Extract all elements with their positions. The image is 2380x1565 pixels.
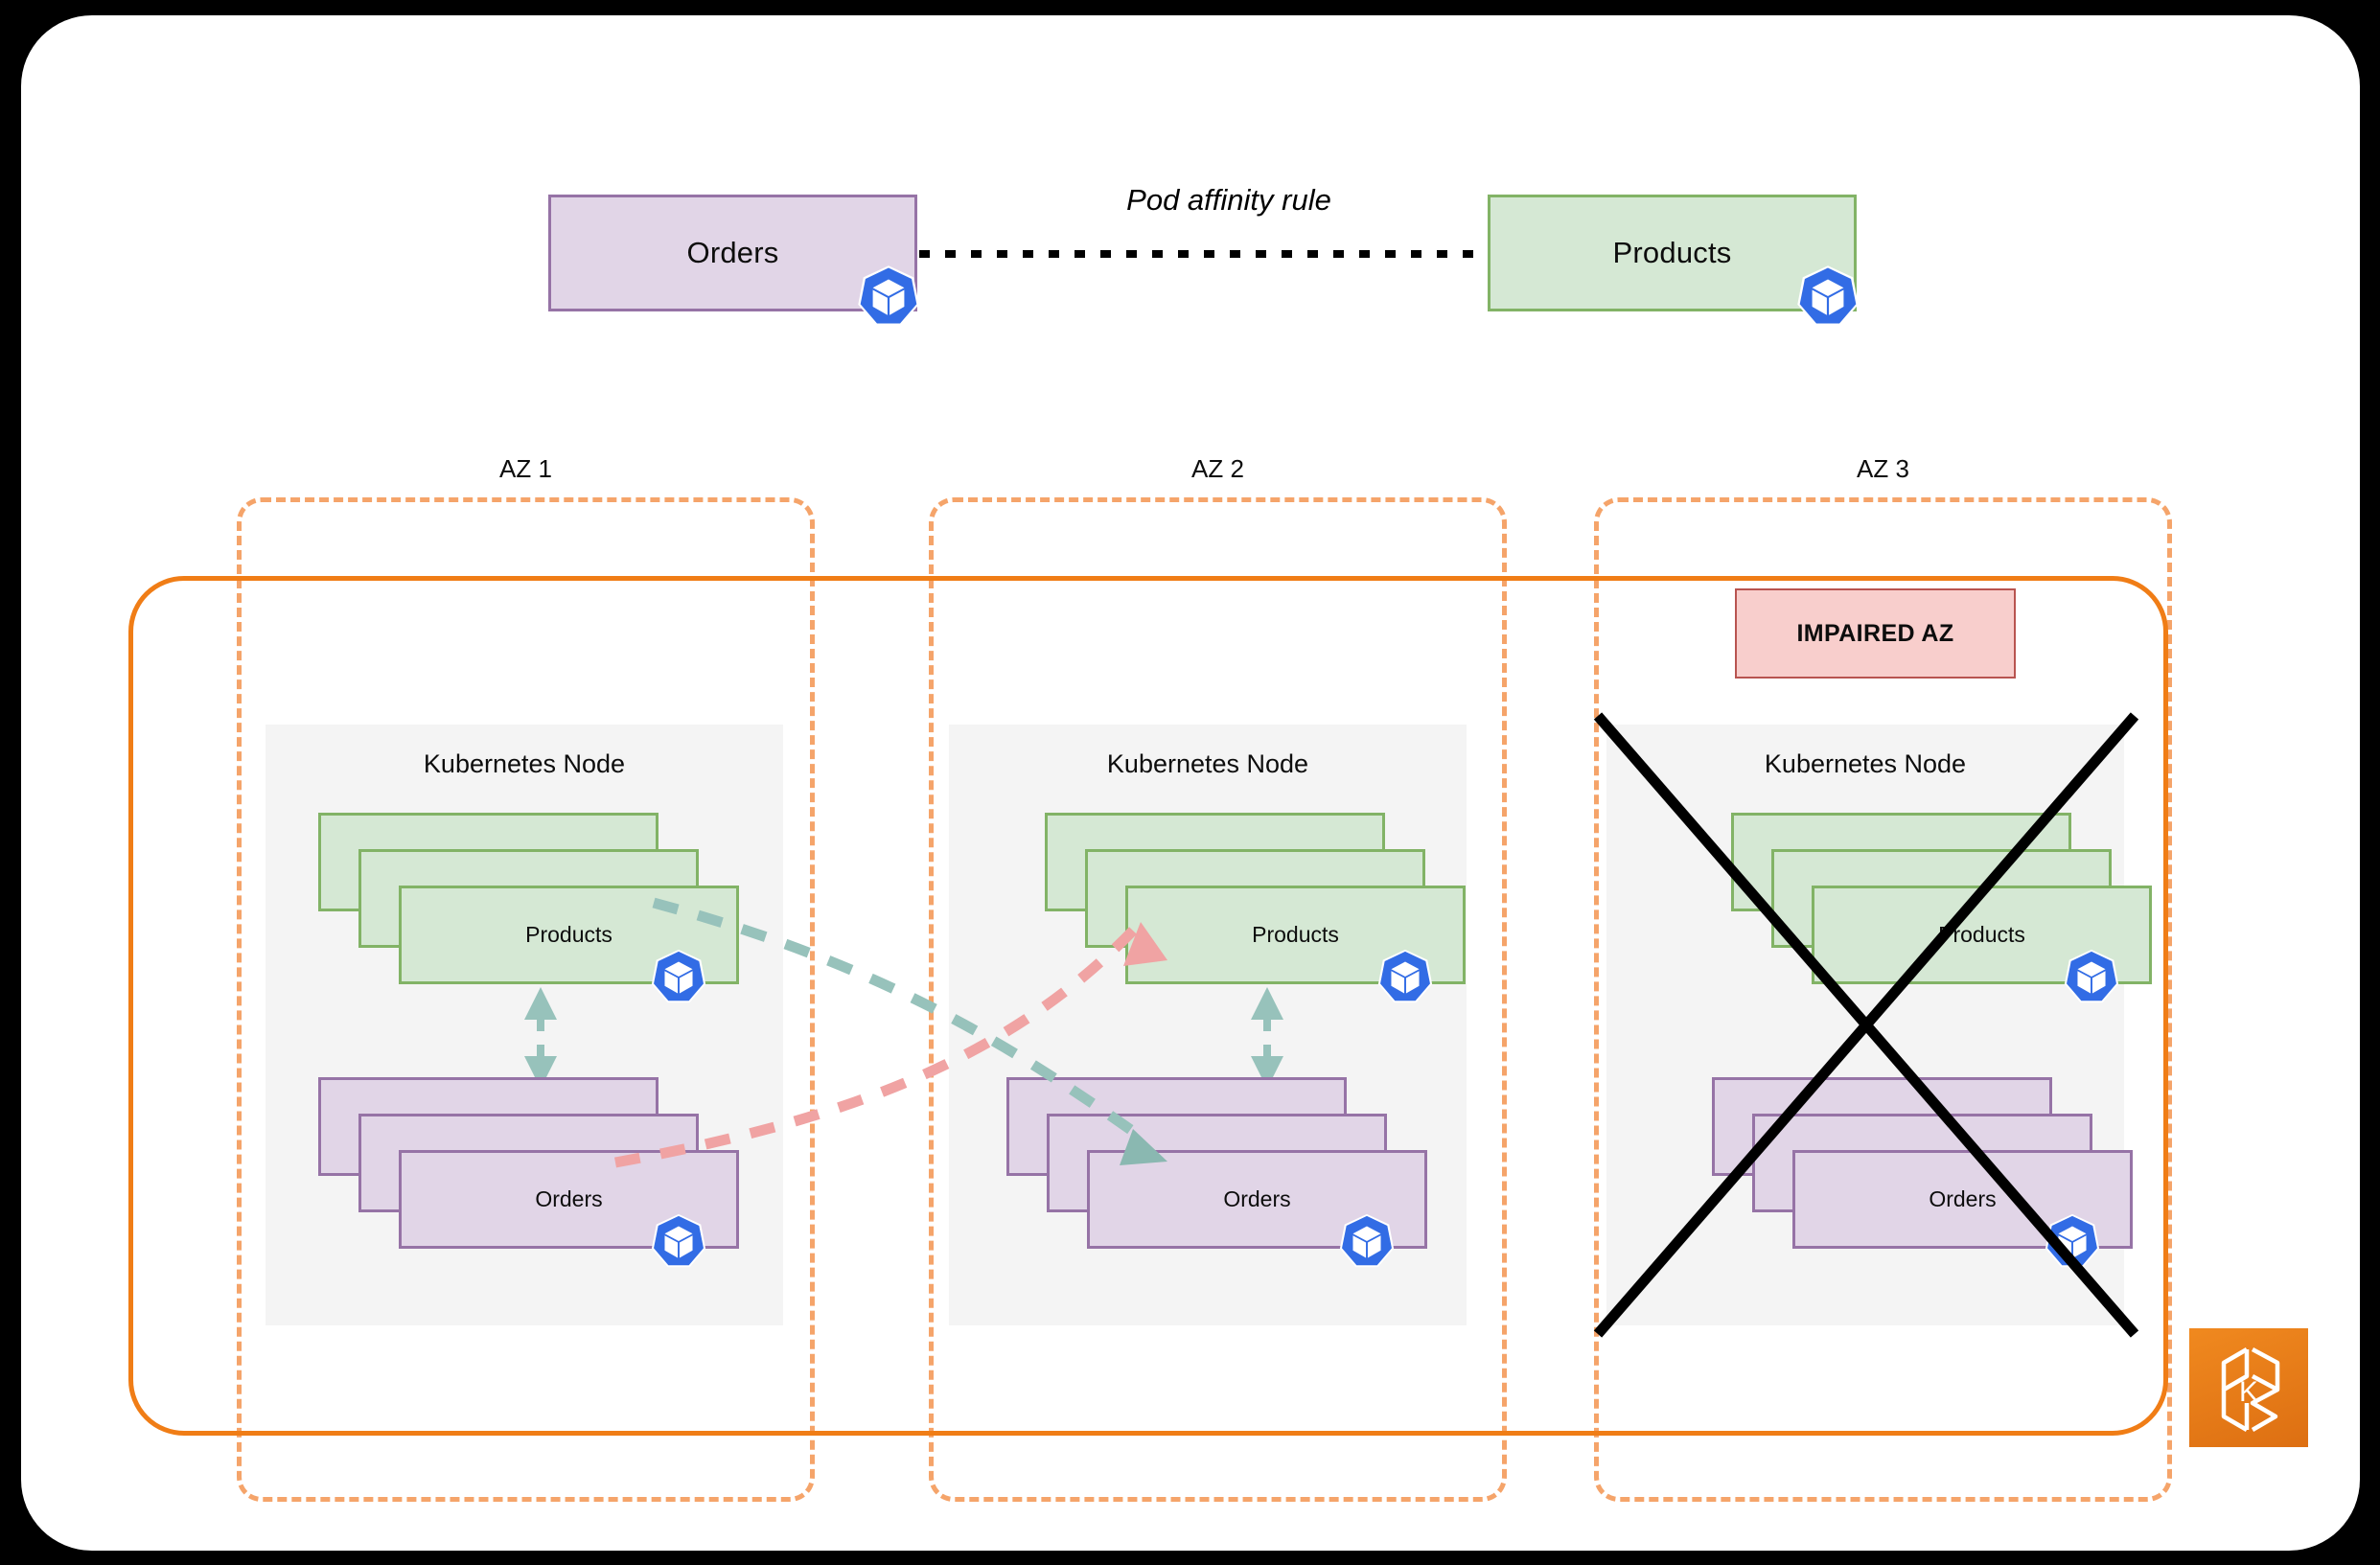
affinity-double-arrow-az1 <box>517 985 565 1091</box>
node-title-az2: Kubernetes Node <box>1106 749 1309 778</box>
kubernetes-pod-icon <box>1794 263 1861 330</box>
pod-label: Products <box>1252 922 1339 947</box>
impaired-node-cross-icon <box>1593 711 2139 1339</box>
az-title-3: AZ 3 <box>1857 454 1909 483</box>
az-boundary-3 <box>1594 497 2172 1502</box>
pod-label: Orders <box>1223 1186 1291 1211</box>
legend-orders-label: Orders <box>686 236 779 269</box>
node-title-az3: Kubernetes Node <box>1764 749 1967 778</box>
kubernetes-pod-icon <box>1375 947 1435 1006</box>
pod-label: Products <box>525 922 612 947</box>
impaired-az-label: IMPAIRED AZ <box>1796 619 1954 647</box>
status-badge-impaired-az: IMPAIRED AZ <box>1735 588 2016 679</box>
kubernetes-pod-icon <box>2062 947 2121 1006</box>
affinity-dotted-link <box>919 250 1488 258</box>
svg-text:K: K <box>2239 1376 2258 1408</box>
node-title-az1: Kubernetes Node <box>423 749 626 778</box>
legend-products-box: Products <box>1488 195 1857 311</box>
kubernetes-pod-icon <box>649 947 708 1006</box>
diagram-canvas: Orders Pod affinity rule Products <box>21 15 2360 1551</box>
kubernetes-pod-icon <box>855 263 922 330</box>
kubernetes-pod-icon <box>1337 1211 1397 1271</box>
affinity-double-arrow-az2 <box>1243 985 1291 1091</box>
kubernetes-node-az2: Kubernetes Node Products <box>949 725 1467 1325</box>
pod-label: Orders <box>535 1186 603 1211</box>
pod-card: Orders <box>399 1150 739 1249</box>
az-title-1: AZ 1 <box>499 454 552 483</box>
pod-card: Products <box>1125 886 1466 984</box>
az-title-2: AZ 2 <box>1191 454 1244 483</box>
legend-orders-box: Orders <box>548 195 917 311</box>
kubernetes-pod-icon <box>649 1211 708 1271</box>
kubernetes-node-az1: Kubernetes Node Products <box>266 725 783 1325</box>
eks-cluster-icon: K <box>2189 1328 2308 1447</box>
cluster-boundary <box>128 576 2168 1436</box>
pod-label: Orders <box>1929 1186 1997 1211</box>
pod-affinity-rule-label: Pod affinity rule <box>1126 183 1331 217</box>
legend-products-label: Products <box>1612 236 1732 269</box>
